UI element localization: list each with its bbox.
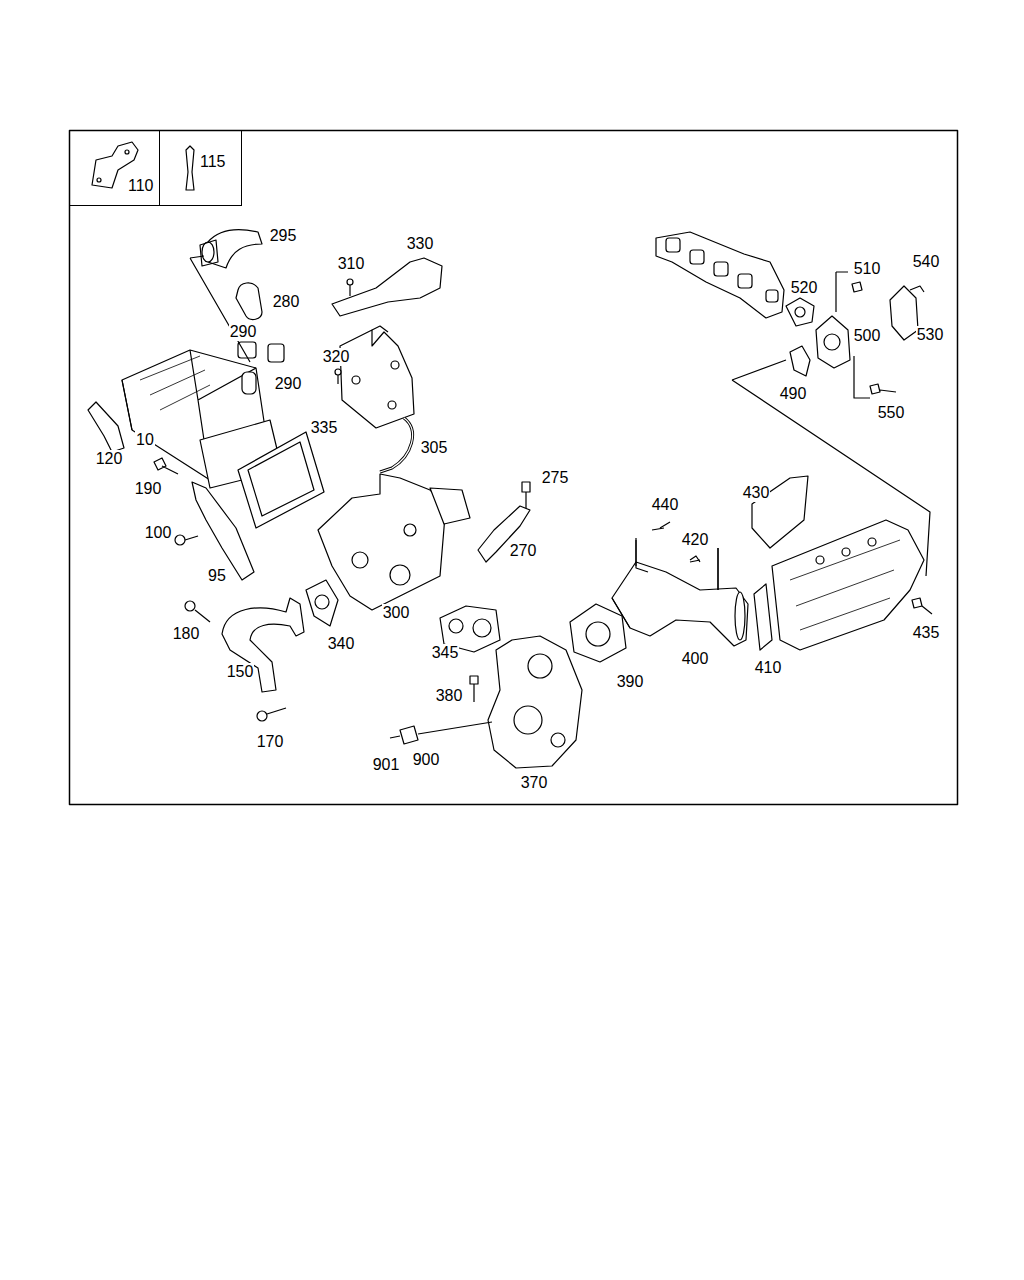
callout-number: 370 (520, 774, 549, 792)
callout-number: 430 (742, 484, 771, 502)
callout-number: 490 (779, 385, 808, 403)
callout-number: 150 (226, 663, 255, 681)
callout-number: 295 (269, 227, 298, 245)
callout-number: 300 (382, 604, 411, 622)
callout-number: 330 (406, 235, 435, 253)
callout-number: 120 (95, 450, 124, 468)
callout-number: 290 (274, 375, 303, 393)
callout-number: 400 (681, 650, 710, 668)
callout-number: 10 (135, 431, 155, 449)
callout-number: 500 (853, 327, 882, 345)
callout-number: 180 (172, 625, 201, 643)
callout-number: 390 (616, 673, 645, 691)
callout-number: 380 (435, 687, 464, 705)
callout-number: 305 (420, 439, 449, 457)
callout-number: 290 (229, 323, 258, 341)
callout-number: 310 (337, 255, 366, 273)
callout-number: 115 (200, 153, 226, 171)
callout-number: 345 (431, 644, 460, 662)
callout-number: 340 (327, 635, 356, 653)
callout-number: 190 (134, 480, 163, 498)
callout-number: 320 (322, 348, 351, 366)
callout-number: 100 (144, 524, 173, 542)
callout-number: 440 (651, 496, 680, 514)
inset-cell: 115 (159, 130, 242, 206)
callout-number: 275 (541, 469, 570, 487)
callout-number: 410 (754, 659, 783, 677)
callout-number: 435 (912, 624, 941, 642)
callout-number: 170 (256, 733, 285, 751)
callout-number: 510 (853, 260, 882, 278)
callout-number: 335 (310, 419, 339, 437)
callout-number: 280 (272, 293, 301, 311)
callout-number: 110 (128, 177, 154, 195)
callout-number: 530 (916, 326, 945, 344)
callout-number: 520 (790, 279, 819, 297)
callout-number: 900 (412, 751, 441, 769)
callout-number: 901 (372, 756, 401, 774)
callout-number: 95 (207, 567, 227, 585)
callout-number: 270 (509, 542, 538, 560)
callout-number: 540 (912, 253, 941, 271)
inset-cell: 110 (69, 130, 160, 206)
callout-number: 420 (681, 531, 710, 549)
callout-number: 550 (877, 404, 906, 422)
